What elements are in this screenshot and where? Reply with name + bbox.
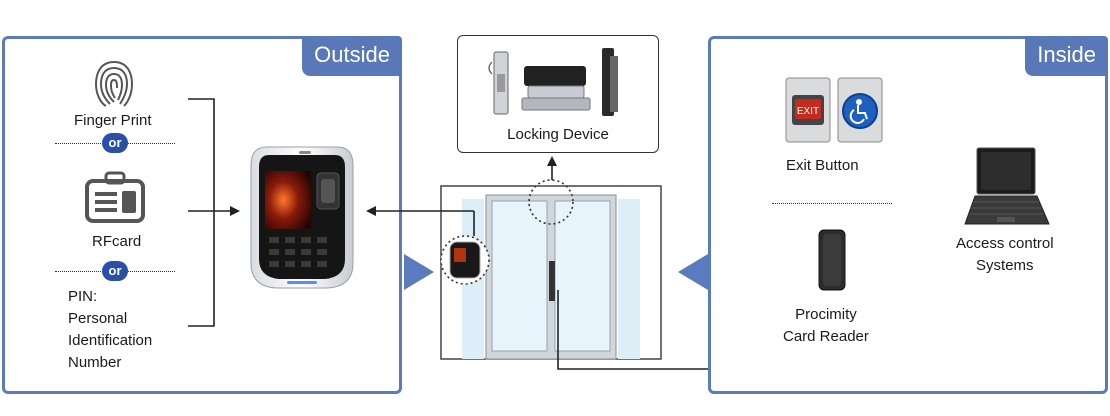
outside-tab: Outside: [302, 36, 402, 76]
exit-sign-text: EXIT: [797, 106, 819, 117]
locking-device-box: Locking Device: [457, 35, 659, 153]
lock-hardware-icon: [488, 48, 618, 116]
inside-tab: Inside: [1025, 36, 1108, 76]
terminal-device: [250, 146, 354, 289]
outside-pointer-triangle: [404, 254, 434, 290]
access-control-line-2: Systems: [976, 257, 1034, 274]
locking-device-label: Locking Device: [507, 126, 609, 143]
pin-line-4: Number: [68, 354, 122, 371]
accessibility-button-icon: [837, 77, 883, 143]
rfcard-label: RFcard: [92, 233, 142, 250]
access-control-line-1: Access control: [956, 235, 1054, 252]
pin-line-1: PIN:: [68, 288, 98, 305]
pin-line-3: Identification: [68, 332, 153, 349]
card-reader-line-2: Card Reader: [783, 328, 869, 345]
card-reader-line-1: Procimity: [795, 306, 857, 323]
or-badge-1: or: [102, 133, 128, 153]
exit-button-label: Exit Button: [786, 157, 859, 174]
inside-pointer-triangle: [678, 254, 708, 290]
id-card-icon: [85, 171, 145, 223]
pin-line-2: Personal: [68, 310, 128, 327]
pin-label: PIN: Personal Identification Number: [68, 286, 152, 374]
access-control-label: Access control Systems: [956, 233, 1054, 277]
card-reader-icon: [818, 229, 846, 291]
inside-divider: [772, 203, 892, 204]
fingerprint-label: Finger Print: [74, 112, 152, 129]
laptop-icon: [964, 147, 1050, 225]
card-reader-label: Procimity Card Reader: [783, 304, 869, 348]
door-terminal-mini: [440, 235, 490, 285]
exit-button-icon: EXIT: [785, 77, 831, 143]
or-badge-2: or: [102, 261, 128, 281]
fingerprint-icon: [94, 61, 134, 107]
inside-panel: Inside: [708, 36, 1108, 394]
